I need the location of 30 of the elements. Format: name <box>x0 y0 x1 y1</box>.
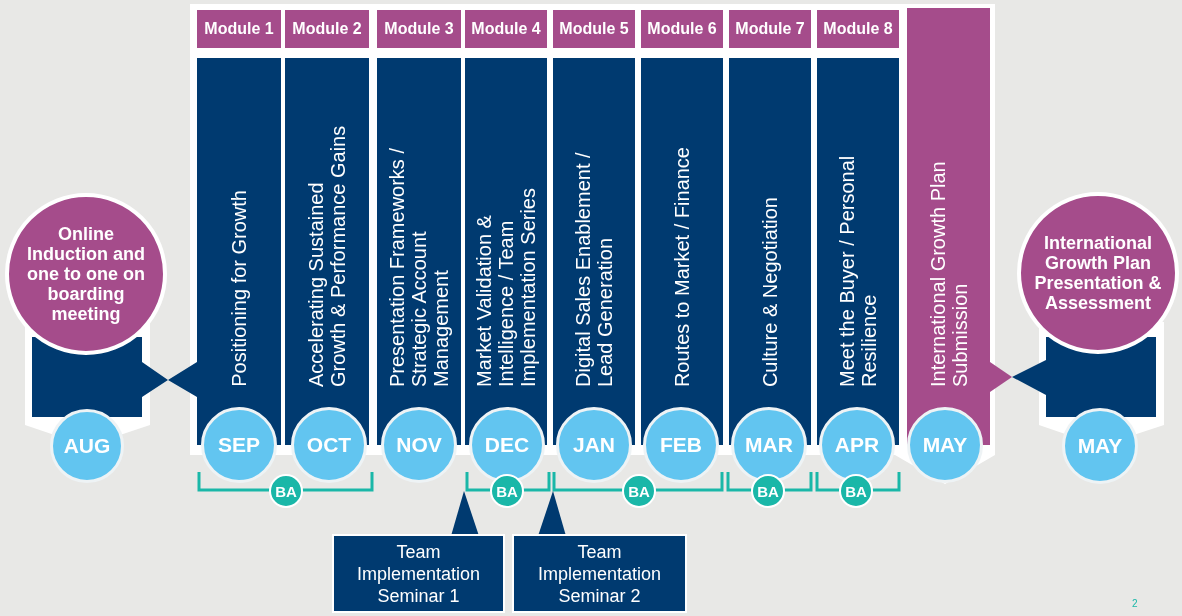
event-circle: International Growth Plan Presentation & Assessment <box>1017 192 1179 354</box>
module-tab: Module 5 <box>553 10 635 48</box>
month-badge: MAY <box>1062 408 1138 484</box>
module-title: Meet the Buyer / Personal Resilience <box>836 154 880 387</box>
module-tab: Module 2 <box>285 10 369 48</box>
module-title: Market Validation & Intelligence / Team Implementation Series <box>473 187 539 387</box>
month-badge: AUG <box>50 409 124 483</box>
module-title: Culture & Negotiation <box>759 196 781 387</box>
module-title: Digital Sales Enablement / Lead Generation <box>572 151 616 387</box>
page-number: 2 <box>1132 598 1138 609</box>
module-title: Positioning for Growth <box>228 190 250 387</box>
ba-badge: BA <box>839 474 873 508</box>
module-title: International Growth Plan Submission <box>926 160 971 387</box>
ba-badge: BA <box>269 474 303 508</box>
module-tab: Module 4 <box>465 10 547 48</box>
callout-box: Team Implementation Seminar 1 <box>332 534 505 613</box>
module-tab: Module 3 <box>377 10 461 48</box>
ba-badge: BA <box>622 474 656 508</box>
ba-badge: BA <box>490 474 524 508</box>
callout-box: Team Implementation Seminar 2 <box>512 534 687 613</box>
module-tab: Module 7 <box>729 10 811 48</box>
event-circle: Online Induction and one to one on boarding meeting <box>5 193 167 355</box>
month-badge: NOV <box>381 407 457 483</box>
module-tab: Module 6 <box>641 10 723 48</box>
module-title: Routes to Market / Finance <box>671 146 693 387</box>
module-tab: Module 1 <box>197 10 281 48</box>
module-tab: Module 8 <box>817 10 899 48</box>
module-title: Presentation Frameworks / Strategic Account Management <box>386 147 452 387</box>
ba-badge: BA <box>751 474 785 508</box>
module-title: Accelerating Sustained Growth & Performance Gains <box>305 124 349 387</box>
